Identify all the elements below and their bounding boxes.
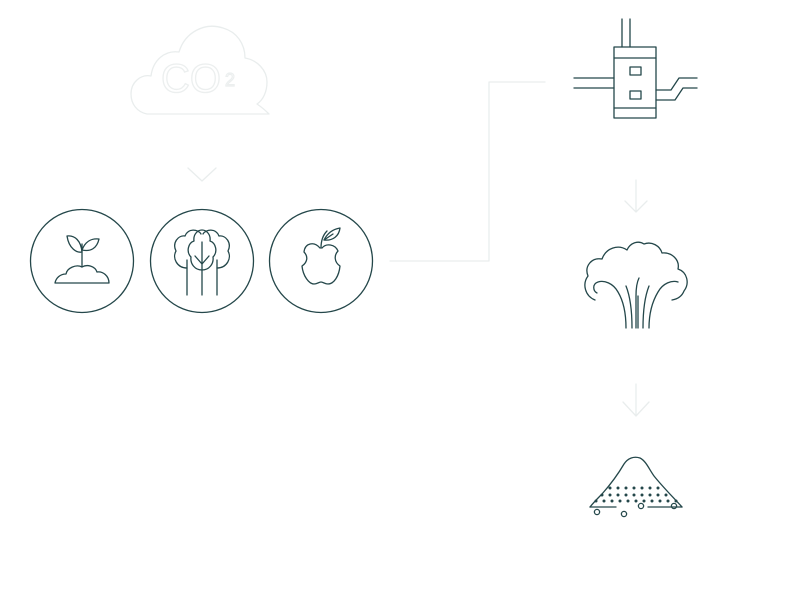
- co2-label: CO: [161, 57, 221, 101]
- steam-cloud-icon: [584, 241, 688, 329]
- sprout-icon: [29, 208, 135, 314]
- co2-cloud-icon: CO 2: [130, 25, 270, 115]
- down-arrow-co2-to-biomass: [187, 167, 217, 182]
- trees-icon: [149, 208, 255, 314]
- biochar-pile-icon: [589, 456, 683, 518]
- down-arrow-reactor-to-steam: [624, 179, 648, 213]
- down-arrow-steam-to-biochar: [622, 383, 650, 417]
- co2-subscript: 2: [225, 70, 235, 90]
- connector-biomass-to-reactor: [389, 81, 546, 262]
- apple-core-icon: [268, 208, 374, 314]
- reactor-icon: [573, 18, 698, 119]
